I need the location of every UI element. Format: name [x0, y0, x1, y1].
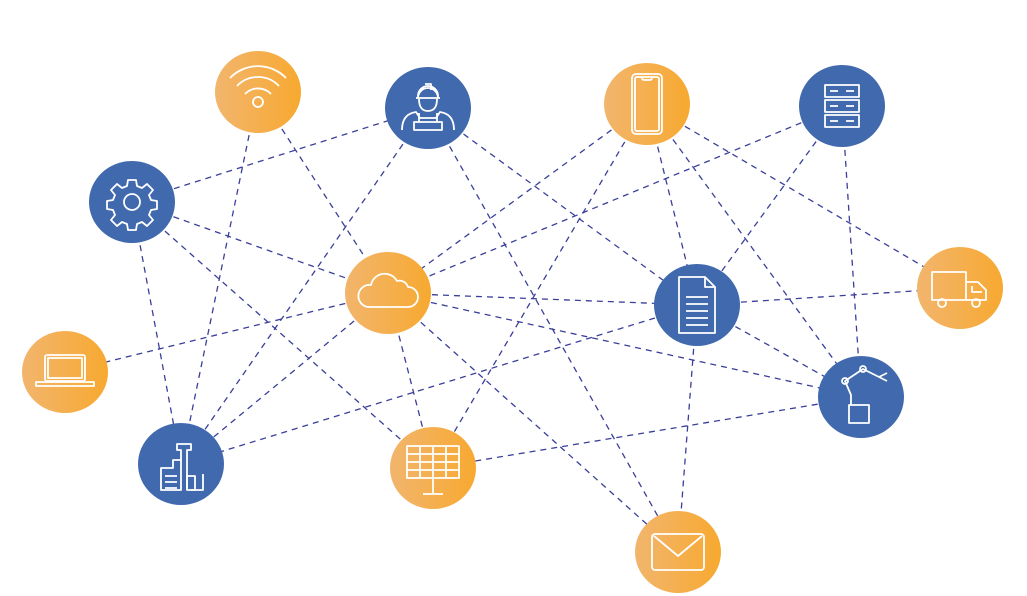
connection-document-factory: [180, 304, 698, 465]
node-factory: [138, 423, 224, 505]
node-mail: [635, 511, 721, 593]
connection-cloud-mail: [387, 292, 679, 553]
connection-server-robot: [841, 105, 862, 398]
node-circle: [635, 511, 721, 593]
connection-cloud-robot: [387, 292, 862, 398]
node-solar: [390, 427, 476, 509]
connection-phone-cloud: [387, 103, 648, 294]
node-phone: [604, 63, 690, 145]
node-circle: [385, 67, 471, 149]
node-truck: [917, 247, 1003, 329]
connection-gear-solar: [131, 201, 434, 469]
truck-icon: [931, 271, 987, 308]
node-laptop: [22, 331, 108, 413]
node-circle: [654, 264, 740, 346]
connection-cloud-document: [387, 292, 698, 306]
node-gear: [89, 161, 175, 243]
connection-phone-robot: [646, 103, 862, 398]
node-circle: [345, 252, 431, 334]
connection-gear-cloud: [131, 201, 389, 294]
node-wifi: [215, 51, 301, 133]
connection-phone-truck: [646, 103, 961, 289]
connection-server-cloud: [387, 105, 843, 294]
node-cloud: [345, 252, 431, 334]
connection-document-mail: [677, 304, 698, 553]
worker-icon: [401, 83, 455, 131]
mail-icon: [651, 533, 705, 571]
gear-icon: [106, 179, 158, 231]
connection-cloud-solar: [387, 292, 434, 469]
node-robot: [818, 356, 904, 438]
node-circle: [22, 331, 108, 413]
document-icon: [678, 276, 716, 334]
connection-phone-solar: [432, 103, 648, 469]
node-circle: [89, 161, 175, 243]
node-circle: [917, 247, 1003, 329]
robot-arm-icon: [841, 365, 888, 424]
connection-server-document: [696, 105, 843, 306]
node-circle: [604, 63, 690, 145]
connection-gear-worker: [131, 107, 429, 203]
connection-robot-solar: [432, 396, 862, 469]
solar-panel-icon: [406, 445, 460, 495]
connection-worker-document: [427, 107, 698, 306]
smartphone-icon: [631, 73, 663, 135]
connection-worker-mail: [427, 107, 679, 553]
connection-cloud-factory: [180, 292, 389, 465]
nodes: [22, 51, 1003, 593]
connections: [64, 91, 961, 553]
node-document: [654, 264, 740, 346]
connection-cloud-laptop: [64, 292, 389, 373]
node-server: [799, 65, 885, 147]
laptop-icon: [35, 354, 95, 387]
cloud-icon: [357, 272, 419, 308]
factory-icon: [160, 443, 204, 491]
wifi-icon: [229, 65, 287, 108]
node-circle: [799, 65, 885, 147]
connection-gear-factory: [131, 201, 182, 465]
connection-wifi-factory: [180, 91, 259, 465]
node-circle: [215, 51, 301, 133]
server-icon: [824, 84, 860, 128]
node-worker: [385, 67, 471, 149]
node-circle: [818, 356, 904, 438]
